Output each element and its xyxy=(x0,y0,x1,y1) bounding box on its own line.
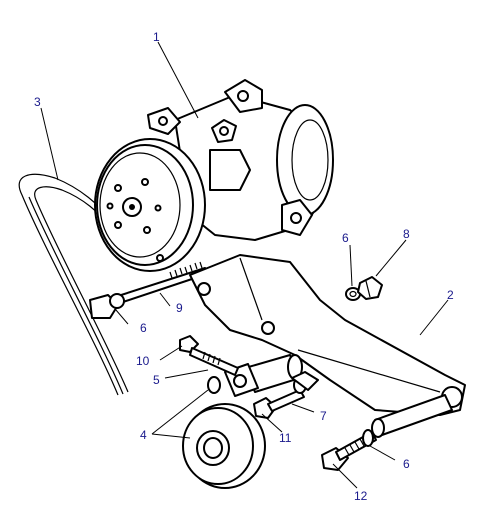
label-5: 5 xyxy=(153,373,160,387)
bolt-10 xyxy=(179,335,239,376)
label-6-lower: 6 xyxy=(403,457,410,471)
label-4: 4 xyxy=(140,428,147,442)
bolt-11 xyxy=(253,376,307,419)
label-10: 10 xyxy=(136,354,150,368)
label-7: 7 xyxy=(320,409,327,423)
bracket-spacer xyxy=(371,394,453,438)
adjusting-rod xyxy=(89,261,208,319)
drive-belt xyxy=(18,173,129,396)
washer-5 xyxy=(207,376,221,394)
idler-spindle xyxy=(224,354,303,397)
part-labels: 1 2 3 4 5 6 6 6 7 8 9 10 11 12 xyxy=(34,30,454,503)
leader-lines xyxy=(40,41,449,489)
idler-pulley xyxy=(182,403,266,489)
mounting-bracket xyxy=(189,254,466,416)
label-1: 1 xyxy=(153,30,160,44)
compressor xyxy=(94,79,334,272)
label-11: 11 xyxy=(279,431,292,445)
label-2: 2 xyxy=(447,288,454,302)
label-12: 12 xyxy=(354,489,368,503)
label-6-upper: 6 xyxy=(342,231,349,245)
washer-6-upper xyxy=(345,287,361,301)
label-6-left: 6 xyxy=(140,321,147,335)
label-3: 3 xyxy=(34,95,41,109)
bolt-7 xyxy=(291,371,319,391)
washer-6-lower xyxy=(362,429,374,447)
label-8: 8 xyxy=(403,227,410,241)
label-9: 9 xyxy=(176,301,183,315)
nut-8 xyxy=(357,276,383,300)
